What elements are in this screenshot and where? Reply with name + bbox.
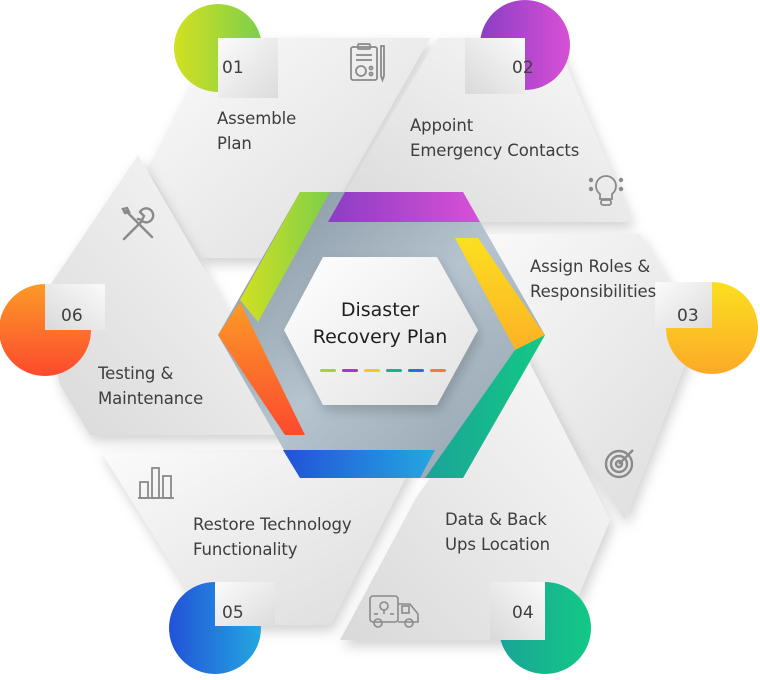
step-label-05-line1: Restore Technology [193,515,352,534]
lightbulb-icon [588,172,624,212]
center-hexagon [284,257,478,405]
step-label-04: Data & Back Ups Location [445,507,550,557]
step-label-05: Restore Technology Functionality [193,512,352,562]
panel-05 [100,450,420,625]
panel-06 [40,155,300,435]
center-dashes [320,369,446,372]
marker-05 [169,582,275,674]
ring-segment-05 [283,450,435,478]
step-label-04-line1: Data & Back [445,510,547,529]
center-dash [364,369,380,372]
step-label-01-line2: Plan [217,134,252,153]
step-label-03-line1: Assign Roles & [530,257,651,276]
step-label-06-line1: Testing & [98,364,174,383]
delivery-truck-icon [367,592,421,632]
center-dash [408,369,424,372]
marker-01 [174,4,278,98]
step-label-04-line2: Ups Location [445,535,550,554]
panel-02 [328,38,632,222]
marker-02 [465,0,570,94]
marker-03 [655,282,758,374]
step-label-05-line2: Functionality [193,540,298,559]
step-label-03: Assign Roles & Responsibilities [530,254,656,304]
center-dash [386,369,402,372]
marker-04 [490,582,591,674]
ring-segment-04 [425,335,545,478]
step-label-02-line1: Appoint [410,116,474,135]
center-title: Disaster Recovery Plan [280,297,480,351]
step-label-03-line2: Responsibilities [530,282,657,301]
ring-segment-03 [455,238,545,368]
step-label-01: Assemble Plan [217,106,296,156]
step-number-06: 06 [61,306,83,326]
center-dash [430,369,446,372]
step-number-04: 04 [512,603,534,623]
center-title-line1: Disaster [340,299,420,321]
step-label-01-line1: Assemble [217,109,297,128]
panel-04 [340,348,610,640]
step-label-06-line2: Maintenance [98,389,204,408]
step-label-06: Testing & Maintenance [98,361,203,411]
step-number-02: 02 [512,58,534,78]
ring-segment-02 [328,192,480,222]
ring-segment-06 [218,302,305,435]
step-number-01: 01 [222,58,244,78]
marker-06 [0,284,105,376]
bar-chart-icon [136,462,176,500]
step-label-02: Appoint Emergency Contacts [410,113,579,163]
target-icon [603,445,639,481]
center-dash [342,369,358,372]
step-number-03: 03 [677,306,699,326]
wrench-screwdriver-icon [118,205,158,245]
center-title-line2: Recovery Plan [312,326,448,348]
center-dash [320,369,336,372]
clipboard-checklist-icon [348,42,390,84]
step-number-05: 05 [222,603,244,623]
step-label-02-line2: Emergency Contacts [410,141,580,160]
ring-segment-01 [240,192,330,322]
